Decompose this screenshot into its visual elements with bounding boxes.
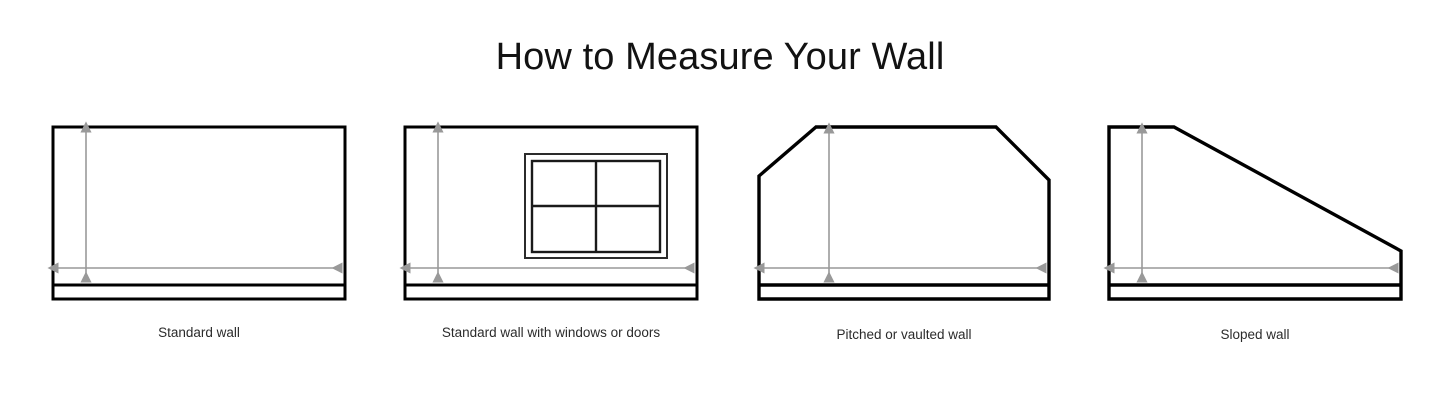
wall-outline: [1107, 125, 1403, 301]
figure-caption: Standard wall: [158, 325, 240, 340]
figure-sloped-wall: Sloped wall: [1095, 112, 1415, 362]
wall-outline: [51, 125, 347, 301]
figure-caption: Standard wall with windows or doors: [441, 325, 661, 340]
wall-outline: [757, 125, 1051, 301]
standard-wall-with-window-illustration: [399, 121, 699, 301]
wall-type-diagram-row: Standard wall: [0, 112, 1440, 362]
figure-caption: Sloped wall: [1220, 327, 1290, 342]
sloped-wall-illustration: [1103, 122, 1403, 301]
pitched-vaulted-wall-illustration: [753, 122, 1051, 301]
figure-caption: Pitched or vaulted wall: [836, 327, 972, 342]
standard-wall-illustration: [47, 121, 347, 301]
page-title: How to Measure Your Wall: [495, 36, 945, 78]
figure-standard-wall: Standard wall: [40, 112, 358, 362]
figure-pitched-vaulted-wall: Pitched or vaulted wall: [745, 112, 1063, 362]
figure-standard-wall-with-openings: Standard wall with windows or doors: [392, 112, 710, 362]
